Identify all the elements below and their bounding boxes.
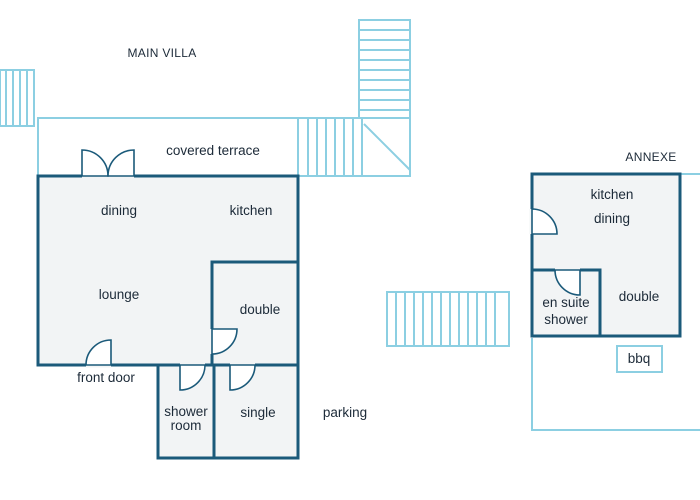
stair-diagonal (363, 123, 411, 171)
front-door-label: front door (77, 370, 135, 385)
annexe-building (530, 172, 682, 338)
annexe-door (529, 208, 558, 235)
main-house (36, 174, 300, 367)
parking-label: parking (323, 405, 367, 420)
en-suite-door (554, 267, 581, 296)
center-steps-outline (386, 291, 510, 347)
single-door-leaf (229, 364, 256, 391)
annexe-double-label: double (619, 289, 660, 304)
left-steps (0, 69, 35, 127)
shower-door (179, 362, 206, 391)
single-label: single (240, 405, 275, 420)
door-leaf-right (107, 149, 135, 177)
shower-room-label-line1: shower (164, 404, 208, 419)
annexe-heading: ANNEXE (625, 150, 676, 164)
en-suite-label-line1: en suite (542, 295, 589, 310)
front-door-leaf (85, 339, 112, 366)
terrace-stairs (297, 19, 411, 177)
annexe-terrace-outline (531, 338, 700, 431)
annexe-door-leaf (531, 208, 558, 235)
covered-terrace-label: covered terrace (166, 143, 260, 158)
bbq-label: bbq (628, 351, 651, 366)
left-steps-outline (0, 69, 35, 127)
dining-label: dining (101, 203, 137, 218)
center-steps (386, 291, 510, 347)
double-door-leaf (211, 328, 238, 355)
lounge-label: lounge (99, 287, 140, 302)
shower-door-leaf (179, 364, 206, 391)
terrace-doors (81, 149, 135, 179)
en-suite-door-leaf (554, 269, 581, 296)
kitchen-label: kitchen (230, 203, 273, 218)
shower-room-label-line2: room (171, 418, 202, 433)
double-door (209, 328, 238, 355)
front-door (85, 339, 112, 368)
annexe-dining-label: dining (594, 211, 630, 226)
en-suite-label-line2: shower (544, 312, 588, 327)
main-villa-heading: MAIN VILLA (127, 46, 196, 60)
annexe-kitchen-label: kitchen (591, 187, 634, 202)
double-label: double (240, 302, 281, 317)
bbq-box (616, 345, 663, 373)
single-door (229, 362, 256, 391)
